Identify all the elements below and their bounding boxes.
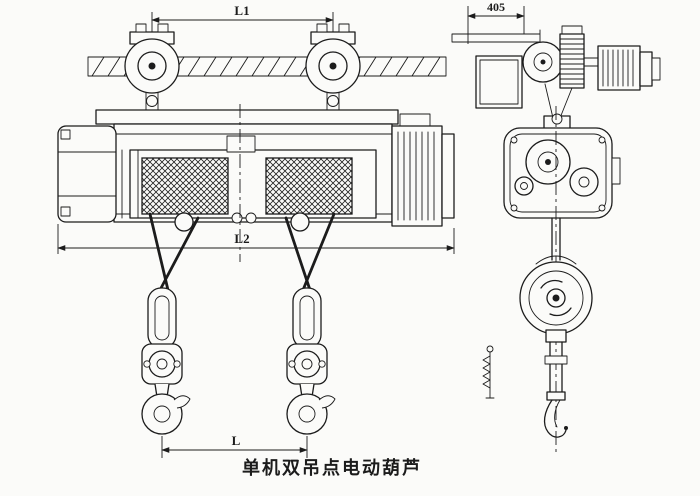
rope-drum <box>121 149 377 224</box>
dim-label-l2: L2 <box>234 231 249 246</box>
wire-ropes <box>148 212 336 292</box>
hoist-body <box>57 109 455 232</box>
gear-stack <box>559 33 585 89</box>
hook-block-right <box>286 287 336 435</box>
trolley-wheel-right <box>305 23 361 111</box>
travel-drive <box>475 25 661 119</box>
dimension-l: L <box>161 433 308 458</box>
trolley-bracket <box>451 29 541 57</box>
control-box <box>475 55 523 109</box>
hoist-motor <box>391 113 455 227</box>
drawing-title: 单机双吊点电动葫芦 <box>242 457 422 478</box>
front-view: L1 <box>57 3 455 458</box>
hook-block-left <box>141 287 191 435</box>
hook-side <box>543 399 568 438</box>
wound-rope-left <box>141 157 229 215</box>
rope-guide-left <box>174 212 194 232</box>
dimension-l2: L2 <box>57 224 455 254</box>
dim-label-l1: L1 <box>234 3 249 18</box>
trolley-wheel-left <box>124 23 180 111</box>
rope-guide-right <box>290 212 310 232</box>
travel-motor <box>597 45 661 91</box>
limit-rod <box>482 345 495 399</box>
side-view: 405 <box>451 0 661 452</box>
dim-label-405: 405 <box>487 0 505 14</box>
wound-rope-right <box>265 157 353 215</box>
dimension-l1: L1 <box>151 3 334 36</box>
rope-guide-cover <box>57 125 117 223</box>
suspension-lug <box>226 135 256 153</box>
gearbox-side <box>503 113 621 219</box>
hook-block-side <box>519 255 593 438</box>
rope-side <box>551 217 561 261</box>
dimension-405: 405 <box>467 0 525 44</box>
dim-label-l: L <box>232 433 241 448</box>
